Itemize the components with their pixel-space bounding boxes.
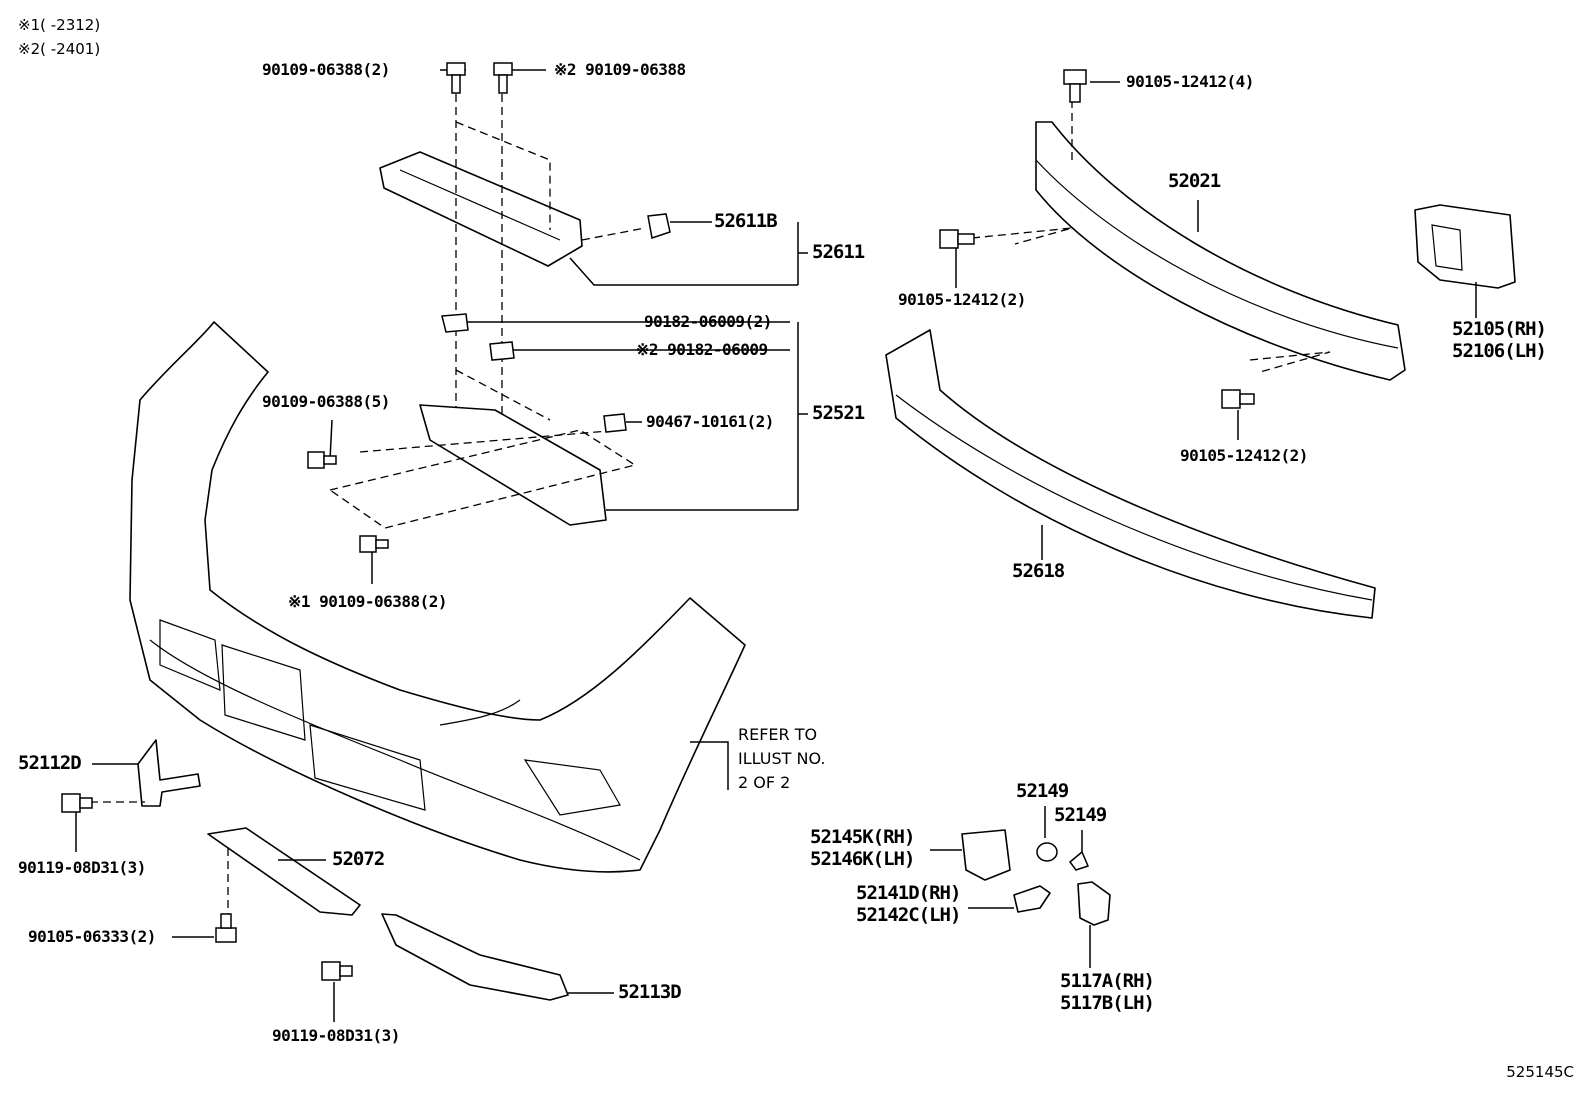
bracket-52145k	[930, 829, 1011, 881]
label-52141d-rh: 52141D(RH)	[856, 882, 961, 904]
label-52106-lh: 52106(LH)	[1452, 340, 1547, 362]
reinforcement-52021	[971, 100, 1406, 381]
bolt-icon-2	[493, 62, 513, 94]
label-52145k-rh: 52145K(RH)	[810, 826, 915, 848]
label-90109-06388-5: 90109-06388(5)	[262, 392, 390, 411]
label-90467-10161-2: 90467-10161(2)	[646, 412, 774, 431]
bolt-icon-3	[307, 451, 337, 469]
clip-icon-52149b	[1068, 850, 1090, 871]
note-2: ※2( -2401)	[18, 42, 100, 57]
label-90105-12412-2-right: 90105-12412(2)	[1180, 446, 1308, 465]
bracket-52113d	[381, 913, 614, 1001]
label-52072: 52072	[332, 848, 385, 870]
hardware	[61, 62, 1255, 981]
label-90105-06333-2: 90105-06333(2)	[28, 927, 156, 946]
absorber-52618	[885, 329, 1376, 619]
clip-icon-52611b	[647, 213, 671, 239]
bolt-icon-4	[359, 535, 389, 553]
bolt-icon-1	[446, 62, 466, 94]
label-52142c-lh: 52142C(LH)	[856, 904, 961, 926]
nut-icon-2	[489, 341, 515, 361]
reference-line-2: ILLUST NO.	[738, 749, 826, 768]
bracket-52112d	[90, 739, 201, 807]
note-2-mark: ※2	[18, 40, 41, 58]
label-52618: 52618	[1012, 560, 1065, 582]
label-x2-90109-06388: ※2 90109-06388	[554, 60, 686, 79]
clip-icon-52149a	[1036, 842, 1058, 862]
bolt-icon-5	[1063, 69, 1087, 103]
label-52521: 52521	[812, 402, 865, 424]
label-90119-08d31-3-left: 90119-08D31(3)	[18, 858, 146, 877]
bolt-icon-7	[1221, 389, 1255, 409]
label-52611b: 52611B	[714, 210, 778, 232]
label-90105-12412-2-left: 90105-12412(2)	[898, 290, 1026, 309]
bolt-icon-9	[215, 913, 237, 943]
reference-line-3: 2 OF 2	[738, 773, 791, 792]
cover-52072	[207, 827, 361, 920]
label-90105-12412-4: 90105-12412(4)	[1126, 72, 1254, 91]
bolt-icon-8	[61, 793, 93, 813]
label-52113d: 52113D	[618, 981, 682, 1003]
bracket-52105	[1414, 204, 1516, 318]
label-5117a-rh: 5117A(RH)	[1060, 970, 1155, 992]
label-52149-a: 52149	[1016, 780, 1069, 802]
label-90119-08d31-3-bottom: 90119-08D31(3)	[272, 1026, 400, 1045]
label-x1-90109-06388-2: ※1 90109-06388(2)	[288, 592, 448, 611]
clip-icon-90467	[603, 413, 627, 433]
note-1: ※1( -2312)	[18, 18, 100, 33]
nut-icon-1	[441, 313, 469, 333]
bracket-5117a	[1077, 881, 1111, 968]
lower-bracket-52521	[328, 369, 798, 529]
note-1-text: ( -2312)	[40, 16, 101, 34]
label-52149-b: 52149	[1054, 804, 1107, 826]
bolt-icon-6	[939, 229, 975, 249]
note-1-mark: ※1	[18, 16, 41, 34]
label-52611: 52611	[812, 241, 865, 263]
bracket-52141d	[968, 885, 1051, 913]
label-5117b-lh: 5117B(LH)	[1060, 992, 1155, 1014]
label-90182-06009-2: 90182-06009(2)	[644, 312, 772, 331]
reference-line-1: REFER TO	[738, 725, 818, 744]
reference-note: REFER TO ILLUST NO. 2 OF 2	[738, 723, 825, 795]
label-90109-06388-2: 90109-06388(2)	[262, 60, 390, 79]
label-52105-rh: 52105(RH)	[1452, 318, 1547, 340]
label-52021: 52021	[1168, 170, 1221, 192]
label-52112d: 52112D	[18, 752, 82, 774]
footer-code: 525145C	[1506, 1063, 1574, 1081]
front-bumper-cover	[129, 321, 746, 873]
bolt-icon-10	[321, 961, 353, 981]
upper-guard-52611	[379, 94, 798, 470]
note-2-text: ( -2401)	[40, 40, 101, 58]
label-x2-90182-06009: ※2 90182-06009	[636, 340, 768, 359]
label-52146k-lh: 52146K(LH)	[810, 848, 915, 870]
